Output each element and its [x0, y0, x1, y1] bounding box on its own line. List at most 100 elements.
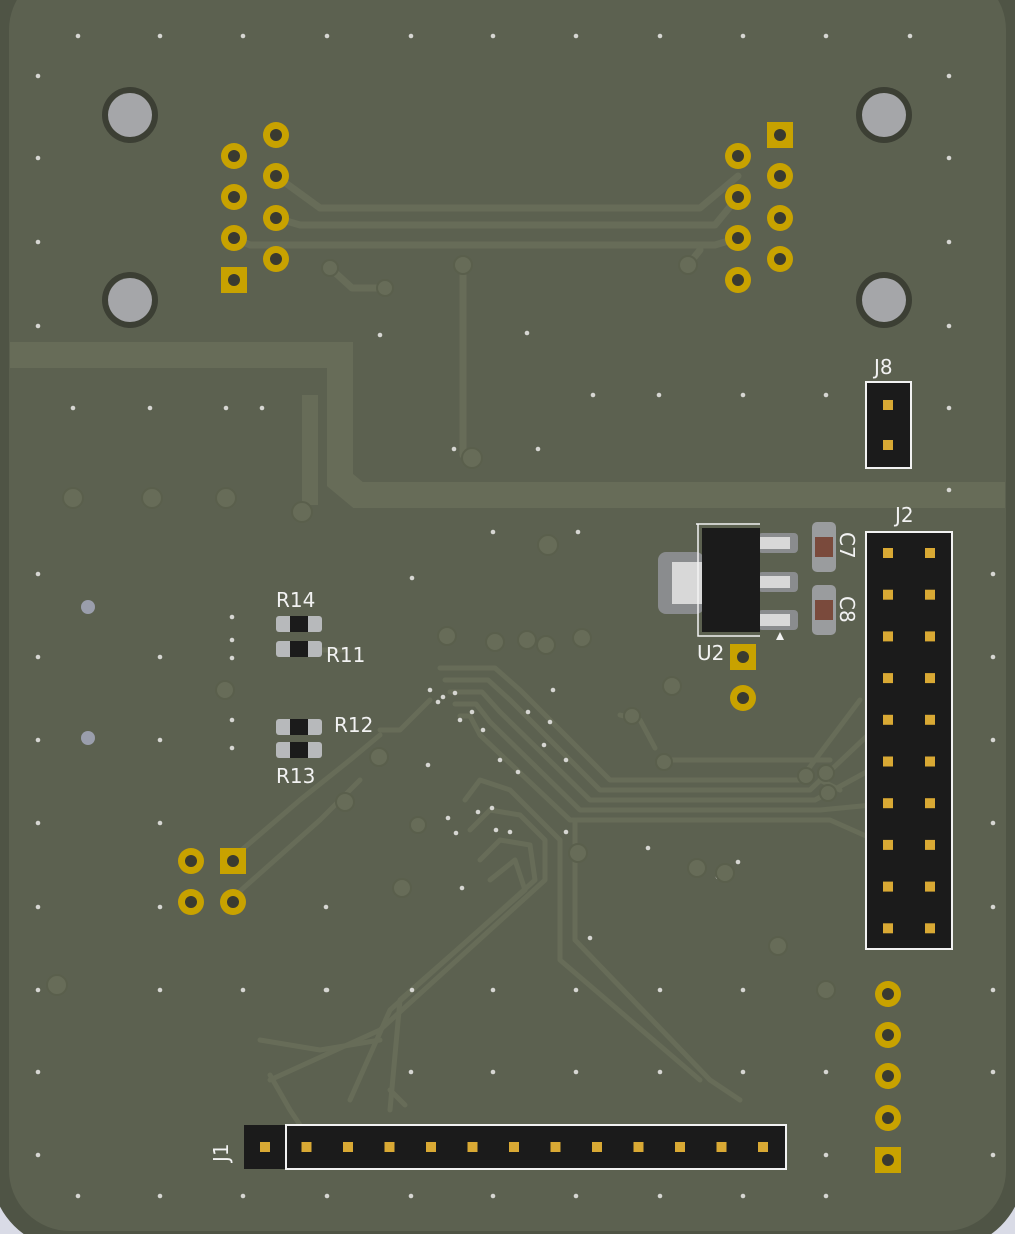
small-via [990, 654, 996, 660]
small-via [946, 323, 952, 329]
j8-label: J8 [872, 355, 893, 379]
small-via [497, 757, 503, 763]
square-pad [767, 122, 793, 148]
copper-pour-outline [10, 342, 1005, 508]
small-via [823, 392, 829, 398]
c7-capacitor [812, 522, 836, 572]
small-via [409, 575, 415, 581]
small-via [35, 820, 41, 826]
round-pad [875, 1105, 901, 1131]
round-pad [725, 267, 751, 293]
small-via [656, 392, 662, 398]
j2-pin [925, 589, 935, 600]
j2-pin [925, 756, 935, 767]
j2-pin [925, 923, 935, 934]
small-via [946, 487, 952, 493]
small-via [535, 446, 541, 452]
j1-pin [467, 1142, 478, 1152]
small-via [35, 155, 41, 161]
small-via [823, 33, 829, 39]
small-via [573, 987, 579, 993]
via-group [35, 33, 996, 1199]
r11-label: R11 [326, 643, 365, 667]
j1-pin [675, 1142, 685, 1152]
small-via [240, 1193, 246, 1199]
small-via [657, 1069, 663, 1075]
small-via [157, 904, 163, 910]
round-pad [875, 981, 901, 1007]
small-via [590, 392, 596, 398]
j2-pin [883, 881, 893, 892]
small-via [490, 987, 496, 993]
j1-pin [633, 1142, 644, 1152]
small-via [35, 1069, 41, 1075]
small-via [35, 571, 41, 577]
round-pad [178, 889, 204, 915]
small-via [823, 1193, 829, 1199]
small-via [259, 405, 265, 411]
j2-pin [883, 673, 893, 684]
j2-pin [925, 839, 935, 850]
small-via [475, 809, 481, 815]
round-pad [725, 143, 751, 169]
square-pad [730, 644, 756, 670]
j1-pin [592, 1142, 602, 1152]
small-via [453, 830, 459, 836]
small-via [35, 323, 41, 329]
r13-label: R13 [276, 764, 315, 788]
small-via [907, 33, 913, 39]
small-via [563, 829, 569, 835]
small-via [990, 987, 996, 993]
small-via [990, 1152, 996, 1158]
j2-pin [883, 756, 893, 767]
small-via [823, 1152, 829, 1158]
small-via [563, 757, 569, 763]
small-via [408, 1193, 414, 1199]
round-pad [263, 163, 289, 189]
round-pad [220, 889, 246, 915]
round-pad [263, 122, 289, 148]
j2-pin [925, 798, 935, 809]
small-via [324, 1193, 330, 1199]
small-via [524, 330, 530, 336]
round-pad [221, 143, 247, 169]
small-via [35, 654, 41, 660]
small-via [323, 987, 329, 993]
small-via [573, 1069, 579, 1075]
small-via [157, 987, 163, 993]
small-via [323, 904, 329, 910]
small-via [740, 1193, 746, 1199]
small-via [457, 717, 463, 723]
small-via [35, 239, 41, 245]
small-via [575, 529, 581, 535]
round-pad [725, 184, 751, 210]
small-via [324, 33, 330, 39]
small-via [490, 529, 496, 535]
small-via [452, 690, 458, 696]
small-via [507, 829, 513, 835]
small-via [657, 1193, 663, 1199]
small-via [587, 935, 593, 941]
small-via [240, 987, 246, 993]
small-via [547, 719, 553, 725]
small-via [657, 987, 663, 993]
u2-label: U2 [697, 641, 724, 665]
small-via [459, 885, 465, 891]
small-via [489, 805, 495, 811]
round-pad [767, 163, 793, 189]
small-via [740, 1069, 746, 1075]
large-vias [46, 255, 837, 1000]
u2-regulator [658, 523, 798, 640]
small-via [440, 694, 446, 700]
small-via [990, 820, 996, 826]
small-via [229, 745, 235, 751]
small-via [946, 73, 952, 79]
j2-pin [883, 548, 893, 558]
j1-pin [758, 1142, 768, 1152]
small-via [990, 571, 996, 577]
round-pad [263, 205, 289, 231]
small-via [75, 1193, 81, 1199]
j2-pin [883, 714, 893, 725]
small-via [75, 33, 81, 39]
